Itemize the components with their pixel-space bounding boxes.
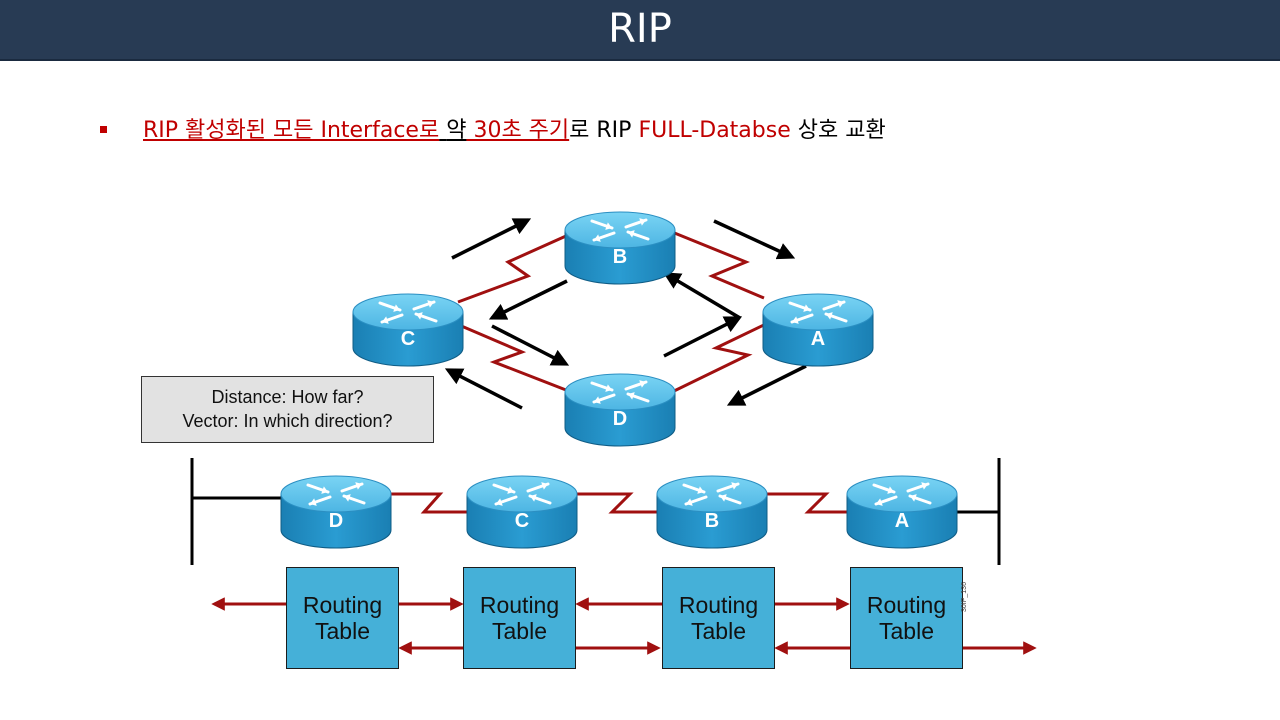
routing-table-line1: Routing	[302, 592, 383, 618]
update-arrow-c-to-b	[451, 218, 532, 260]
routing-table-3: Routing Table	[662, 567, 775, 669]
routing-table-line2: Table	[492, 618, 547, 644]
router-chain-b: B	[656, 475, 768, 549]
routing-table-line1: Routing	[479, 592, 560, 618]
bullet-text-rip-interface: RIP 활성화된 모든 Interface로	[143, 118, 440, 143]
bullet-text-approx: 약	[446, 118, 467, 143]
update-arrow-d-to-c	[444, 368, 523, 410]
title-bar	[0, 0, 1280, 61]
bullet-point: RIP 활성화된 모든 Interface로 약 30초 주기로 RIP FUL…	[100, 116, 886, 146]
routing-table-line2: Table	[315, 618, 370, 644]
router-arrows-icon	[378, 300, 438, 324]
router-arrows-icon	[492, 482, 552, 506]
router-arrows-icon	[306, 482, 366, 506]
routing-table-line1: Routing	[678, 592, 759, 618]
routing-table-line2: Table	[691, 618, 746, 644]
router-arrows-icon	[682, 482, 742, 506]
router-arrows-icon	[788, 300, 848, 324]
router-ring-d: D	[564, 373, 676, 447]
router-label: A	[811, 328, 825, 350]
routing-table-line2: Table	[879, 618, 934, 644]
router-label: D	[613, 408, 627, 430]
update-arrow-d-to-a	[663, 316, 743, 358]
bullet-text-exchange: 상호 교환	[790, 118, 886, 143]
info-line-distance: Distance: How far?	[211, 387, 364, 407]
routing-table-line1: Routing	[866, 592, 947, 618]
router-label: D	[329, 510, 343, 532]
routing-table-2: Routing Table	[463, 567, 576, 669]
router-ring-a: A	[762, 293, 874, 367]
serial-link-chain-b-a	[766, 492, 850, 514]
router-label: C	[515, 510, 529, 532]
router-arrows-icon	[590, 218, 650, 242]
router-arrows-icon	[590, 380, 650, 404]
router-chain-c: C	[466, 475, 578, 549]
router-ring-c: C	[352, 293, 464, 367]
router-label: B	[613, 246, 627, 268]
router-label: B	[705, 510, 719, 532]
router-arrows-icon	[872, 482, 932, 506]
serial-link-c-d	[451, 320, 567, 392]
distance-vector-info-box: Distance: How far? Vector: In which dire…	[141, 376, 434, 443]
router-label: C	[401, 328, 415, 350]
update-arrow-a-to-d	[726, 364, 807, 406]
router-chain-a: A	[846, 475, 958, 549]
router-label: A	[895, 510, 909, 532]
bullet-text-period: 30초 주기	[466, 118, 570, 143]
info-line-vector: Vector: In which direction?	[182, 411, 393, 431]
update-arrow-c-to-d	[491, 324, 570, 366]
serial-link-c-b	[457, 234, 567, 304]
serial-link-chain-d-c	[390, 492, 470, 514]
update-arrow-b-to-c	[488, 279, 568, 320]
router-chain-d: D	[280, 475, 392, 549]
slide-title: RIP	[608, 6, 672, 52]
bullet-text-ro-rip: 로 RIP	[569, 118, 639, 143]
router-ring-b: B	[564, 211, 676, 285]
update-arrow-a-to-b	[662, 272, 741, 320]
serial-link-b-a	[671, 230, 765, 300]
figure-code: 30IP_136	[961, 582, 968, 612]
routing-table-4: Routing Table	[850, 567, 963, 669]
serial-link-chain-c-b	[576, 492, 660, 514]
serial-link-d-a	[671, 320, 771, 394]
bullet-text-full-database: FULL-Databse	[638, 118, 791, 143]
routing-table-1: Routing Table	[286, 567, 399, 669]
update-arrow-b-to-a	[713, 219, 796, 260]
bullet-square-icon	[100, 125, 107, 133]
